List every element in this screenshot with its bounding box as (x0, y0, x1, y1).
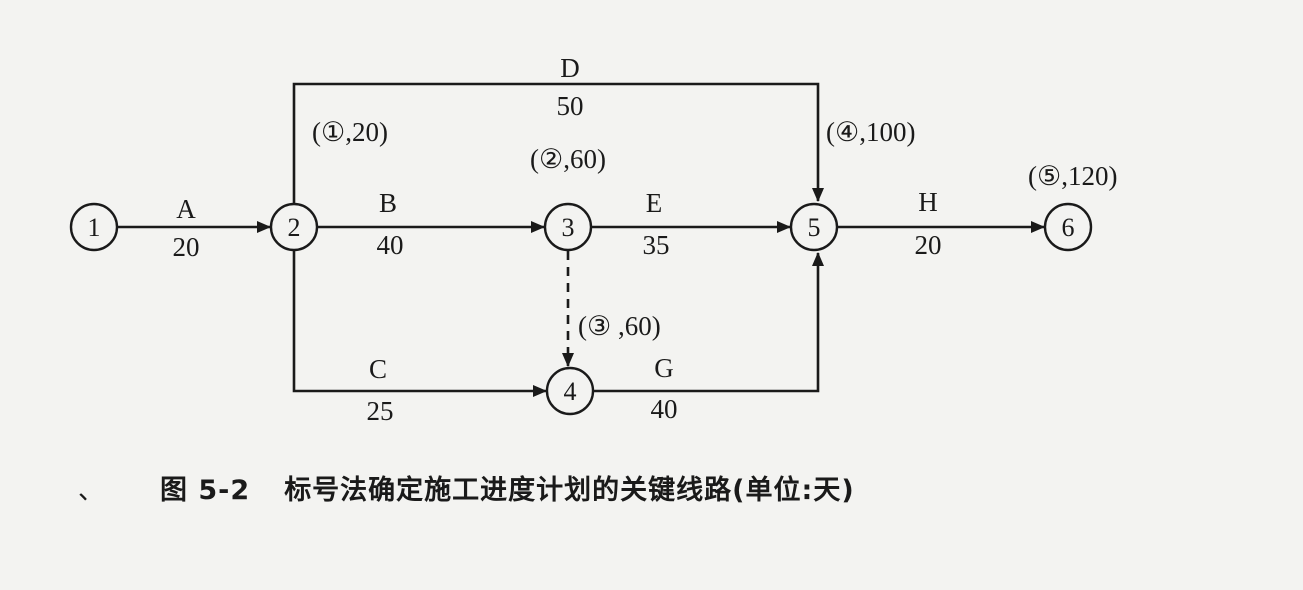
network-diagram: 1 2 3 4 5 6 (①,20) (②,60) (③ ,60) (④,100… (69, 53, 1117, 426)
activity-A-duration: 20 (173, 232, 200, 262)
svg-text:6: 6 (1062, 213, 1075, 242)
arrow-C (292, 251, 547, 397)
svg-text:3: 3 (562, 213, 575, 242)
activity-D-name: D (560, 53, 580, 83)
node-1: 1 (69, 202, 119, 252)
activity-D-duration: 50 (557, 91, 584, 121)
figure-title: 标号法确定施工进度计划的关键线路(单位:天) (284, 475, 855, 506)
figure-caption: 图 5-2 标号法确定施工进度计划的关键线路(单位:天) (160, 468, 855, 507)
activity-E-name: E (646, 188, 663, 218)
svg-text:5: 5 (808, 213, 821, 242)
figure-number: 图 5-2 (160, 475, 251, 506)
node-2-label: (①,20) (312, 117, 388, 147)
node-2: 2 (269, 202, 319, 252)
node-4: 4 (545, 366, 595, 416)
node-6-label: (⑤,120) (1028, 161, 1117, 191)
node-4-label: (③ ,60) (578, 311, 661, 341)
activity-A-name: A (176, 194, 196, 224)
activity-C-name: C (369, 354, 387, 384)
node-3-label: (②,60) (530, 144, 606, 174)
svg-text:1: 1 (88, 213, 101, 242)
activity-G-duration: 40 (651, 394, 678, 424)
node-6: 6 (1043, 202, 1093, 252)
svg-text:2: 2 (288, 213, 301, 242)
activity-G-name: G (654, 353, 674, 383)
arrow-G (594, 252, 824, 393)
svg-text:4: 4 (564, 377, 577, 406)
arrow-D (292, 82, 824, 203)
node-3: 3 (543, 202, 593, 252)
activity-B-duration: 40 (377, 230, 404, 260)
node-5-label: (④,100) (826, 117, 915, 147)
caption-mark: 、 (78, 476, 105, 506)
activity-C-duration: 25 (367, 396, 394, 426)
activity-H-name: H (918, 187, 938, 217)
activity-E-duration: 35 (643, 230, 670, 260)
activity-B-name: B (379, 188, 397, 218)
node-5: 5 (789, 202, 839, 252)
activity-H-duration: 20 (915, 230, 942, 260)
